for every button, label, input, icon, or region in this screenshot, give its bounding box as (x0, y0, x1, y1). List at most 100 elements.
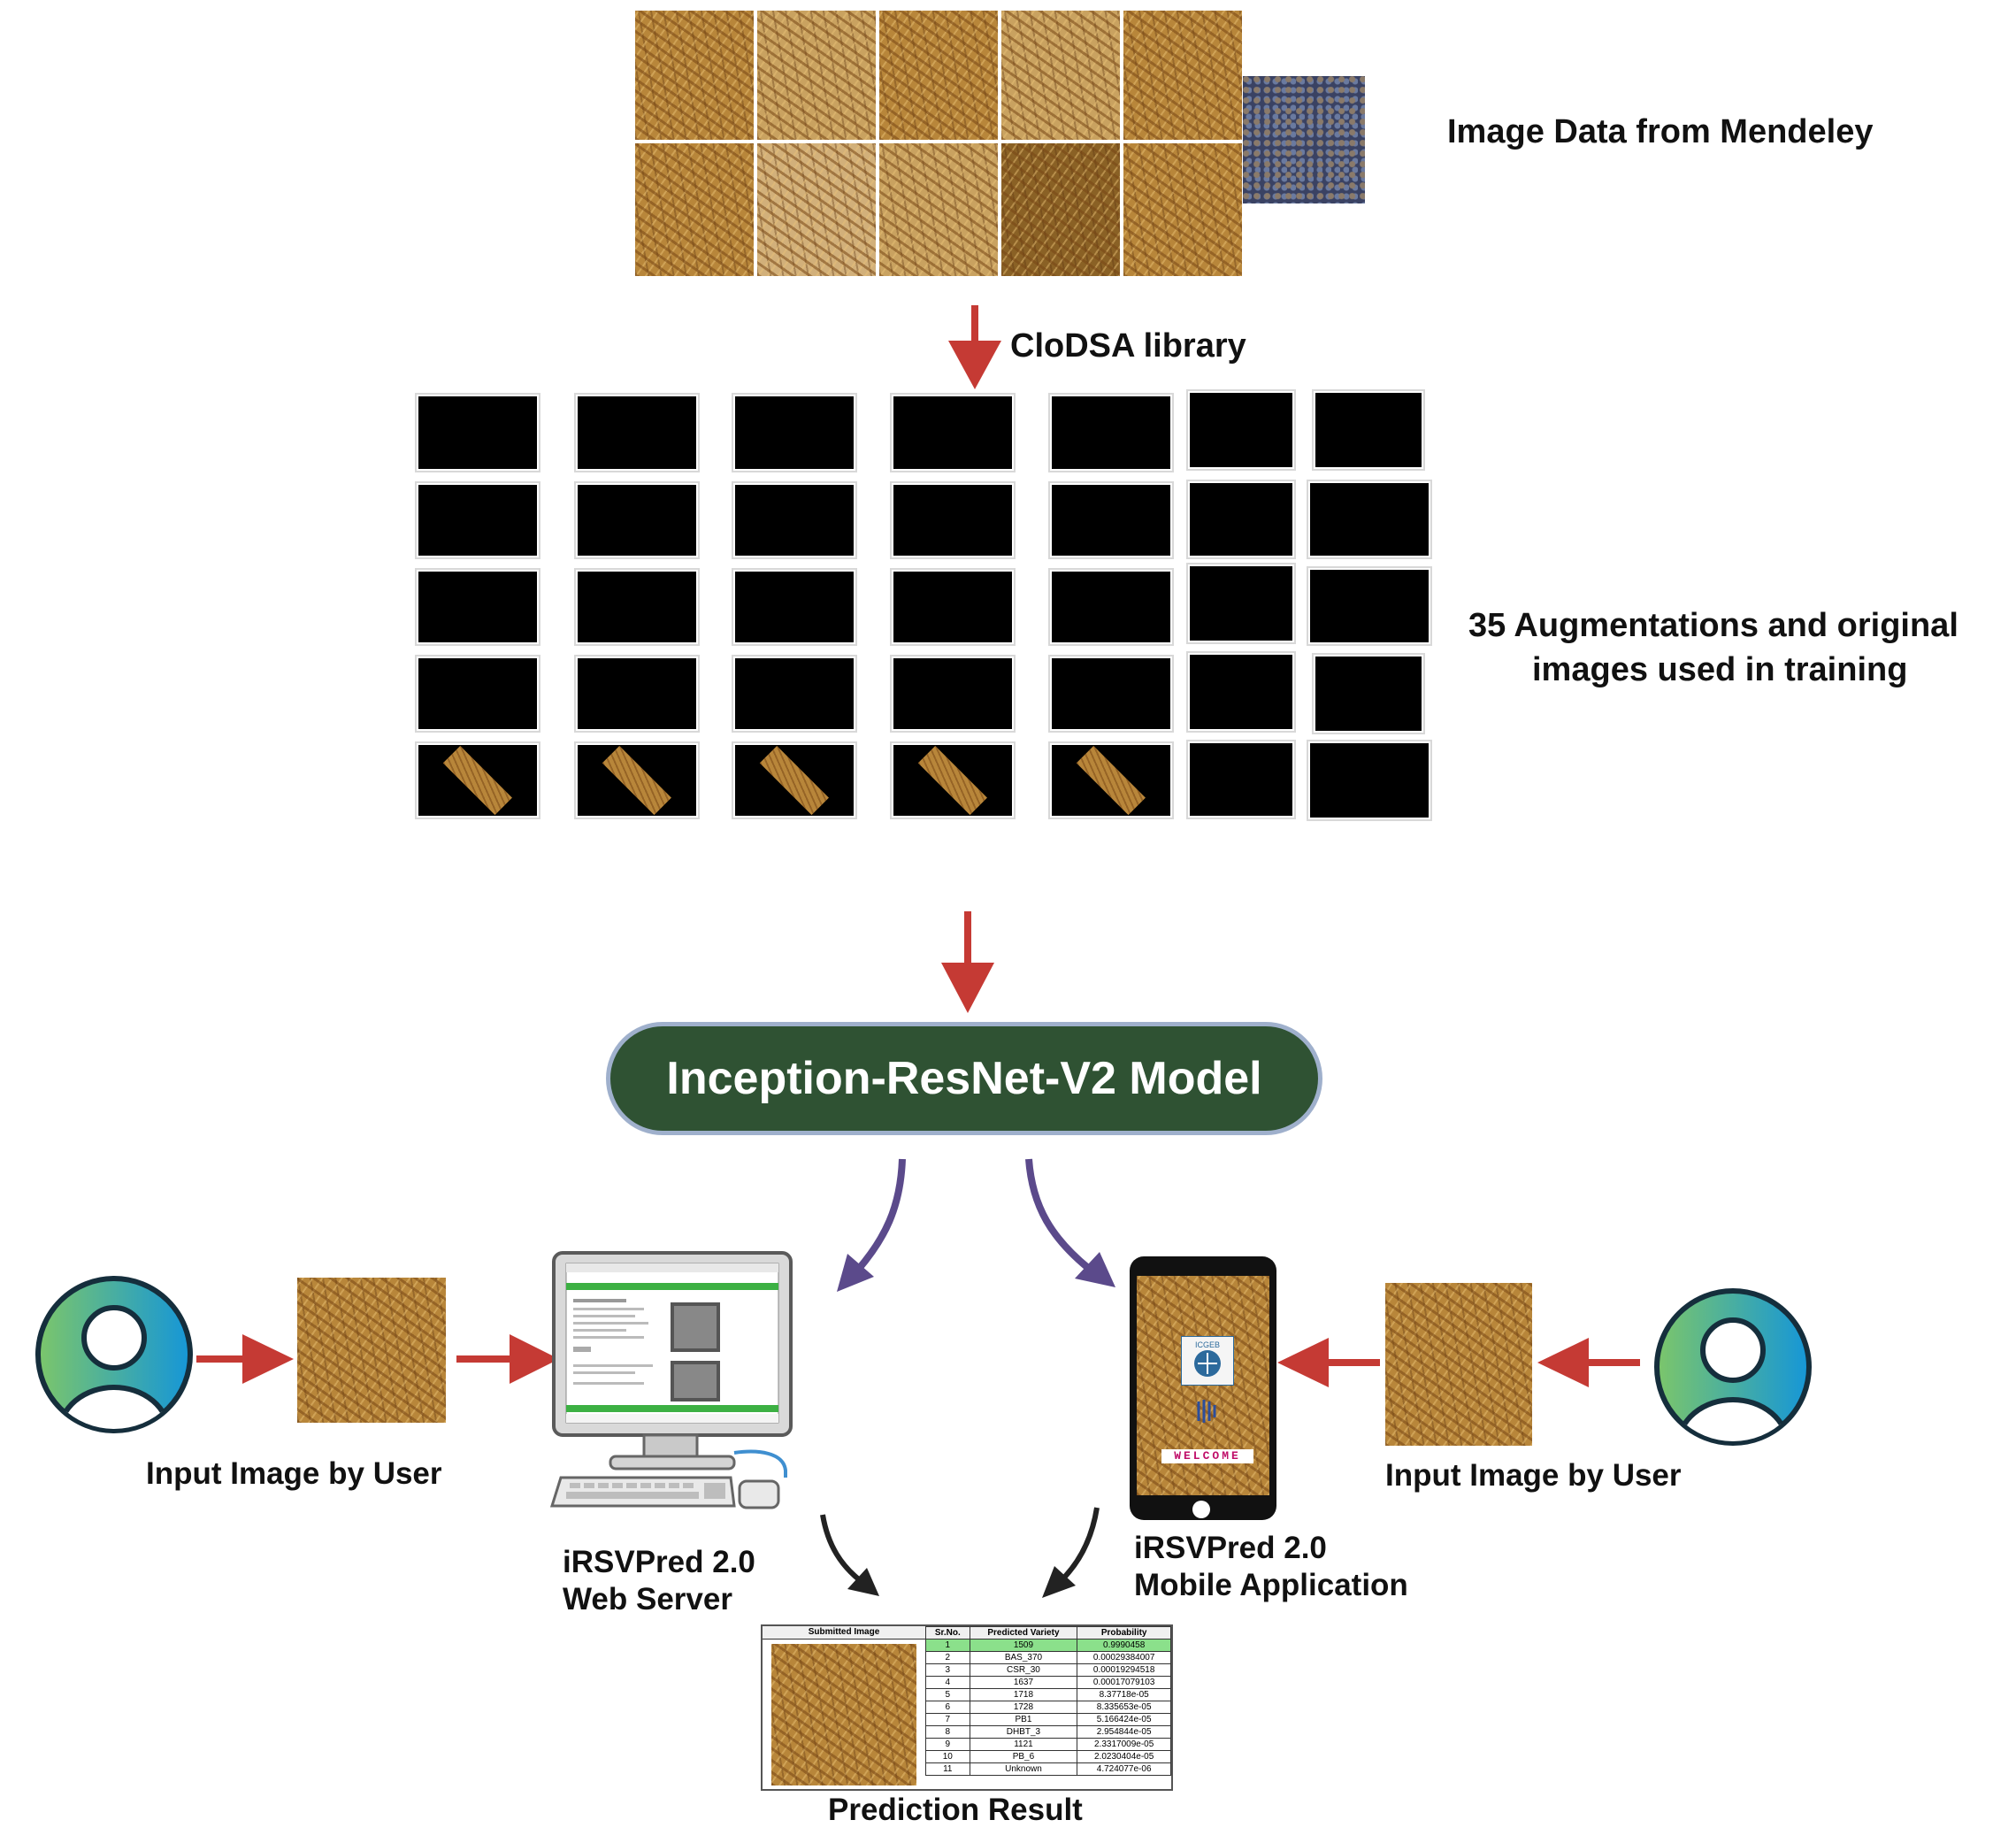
augmentation-thumb (732, 481, 857, 559)
table-header-probability: Probability (1077, 1626, 1171, 1640)
augmentation-thumb (732, 393, 857, 472)
web-server-line1: iRSVPred 2.0 (563, 1545, 755, 1579)
augmentation-thumb (574, 481, 700, 559)
arrow-icon (1537, 1338, 1640, 1387)
augmentation-thumb (574, 393, 700, 472)
arrow-icon (456, 1334, 559, 1384)
arrow-icon (1042, 1507, 1100, 1598)
augmentation-thumb-rotated (415, 741, 540, 819)
phone-screen: ICGEB WELCOME (1137, 1276, 1269, 1495)
mendeley-sample (635, 11, 754, 140)
augmentation-thumb (415, 393, 540, 472)
augmentation-thumb (1186, 651, 1296, 733)
augmentation-label-line1: 35 Augmentations and original (1468, 607, 1959, 644)
arrow-icon (196, 1334, 294, 1384)
mendeley-sample (757, 11, 876, 140)
mendeley-seed-sample (1243, 76, 1365, 203)
left-user-caption: Input Image by User (146, 1456, 442, 1491)
augmentation-thumb (890, 568, 1016, 646)
augmentation-label-line2: images used in training (1532, 651, 1908, 688)
model-name: Inception-ResNet-V2 Model (666, 1053, 1262, 1104)
mendeley-sample (879, 11, 998, 140)
model-box: Inception-ResNet-V2 Model (606, 1022, 1322, 1135)
mendeley-sample (635, 143, 754, 276)
arrow-icon (820, 1514, 879, 1596)
mendeley-sample (757, 143, 876, 276)
arrow-icon (948, 305, 1001, 389)
mendeley-image-grid (635, 11, 1242, 276)
table-header-variety: Predicted Variety (969, 1626, 1078, 1640)
augmentation-thumb (1048, 655, 1174, 733)
prediction-caption: Prediction Result (828, 1793, 1083, 1827)
augmentation-thumb-rotated (1048, 741, 1174, 819)
augmentation-thumb (1186, 740, 1296, 819)
arrow-icon (1025, 1158, 1115, 1287)
arrow-icon (1277, 1338, 1380, 1387)
augmentation-thumb-rotated (574, 741, 700, 819)
augmentation-thumb (1186, 563, 1296, 644)
arrow-icon (941, 911, 994, 1013)
augmentation-thumb (415, 568, 540, 646)
mendeley-sample (879, 143, 998, 276)
augmentation-thumb (1186, 389, 1296, 471)
smartphone-icon: ICGEB WELCOME (1130, 1256, 1276, 1520)
submitted-image-header: Submitted Image (763, 1626, 926, 1640)
augmentation-thumb (574, 568, 700, 646)
mendeley-sample (1001, 11, 1120, 140)
right-user-caption: Input Image by User (1385, 1458, 1682, 1493)
table-header-srno: Sr.No. (925, 1626, 970, 1640)
augmentation-thumb (1307, 740, 1432, 821)
desktop-computer-icon (549, 1251, 793, 1509)
augmentation-thumb (415, 481, 540, 559)
augmentation-grid (411, 389, 1437, 823)
dna-logo (1195, 1398, 1218, 1424)
prediction-result-panel: Submitted Image Sr.No. Predicted Variety… (761, 1624, 1173, 1791)
icgeb-logo: ICGEB (1181, 1336, 1234, 1386)
mendeley-sample (1123, 11, 1242, 140)
augmentation-thumb (890, 481, 1016, 559)
svg-text:ICGEB: ICGEB (1195, 1340, 1220, 1349)
clodsa-label: CloDSA library (1010, 327, 1246, 365)
arrow-icon (837, 1158, 906, 1292)
augmentation-thumb-rotated (890, 741, 1016, 819)
augmentation-thumb (574, 655, 700, 733)
mendeley-label: Image Data from Mendeley (1447, 113, 1874, 150)
user-avatar-icon (35, 1276, 193, 1433)
welcome-banner: WELCOME (1161, 1449, 1253, 1463)
augmentation-thumb (415, 655, 540, 733)
mobile-app-line2: Mobile Application (1134, 1568, 1408, 1602)
mendeley-sample (1001, 143, 1120, 276)
augmentation-thumb (1307, 566, 1432, 646)
web-server-line2: Web Server (563, 1582, 732, 1616)
augmentation-thumb (890, 655, 1016, 733)
submitted-image (771, 1644, 916, 1785)
user-avatar-icon (1654, 1288, 1812, 1446)
augmentation-thumb (1048, 393, 1174, 472)
augmentation-thumb (1048, 568, 1174, 646)
right-input-image (1385, 1283, 1532, 1446)
augmentation-thumb (1048, 481, 1174, 559)
mobile-app-line1: iRSVPred 2.0 (1134, 1531, 1327, 1565)
phone-home-button (1192, 1501, 1210, 1518)
augmentation-thumb (1312, 389, 1425, 471)
augmentation-thumb (1307, 480, 1432, 559)
augmentation-thumb (732, 568, 857, 646)
augmentation-thumb (732, 655, 857, 733)
left-input-image (297, 1278, 446, 1423)
augmentation-thumb (890, 393, 1016, 472)
augmentation-thumb (1312, 653, 1425, 734)
augmentation-thumb (1186, 480, 1296, 559)
augmentation-thumb-rotated (732, 741, 857, 819)
